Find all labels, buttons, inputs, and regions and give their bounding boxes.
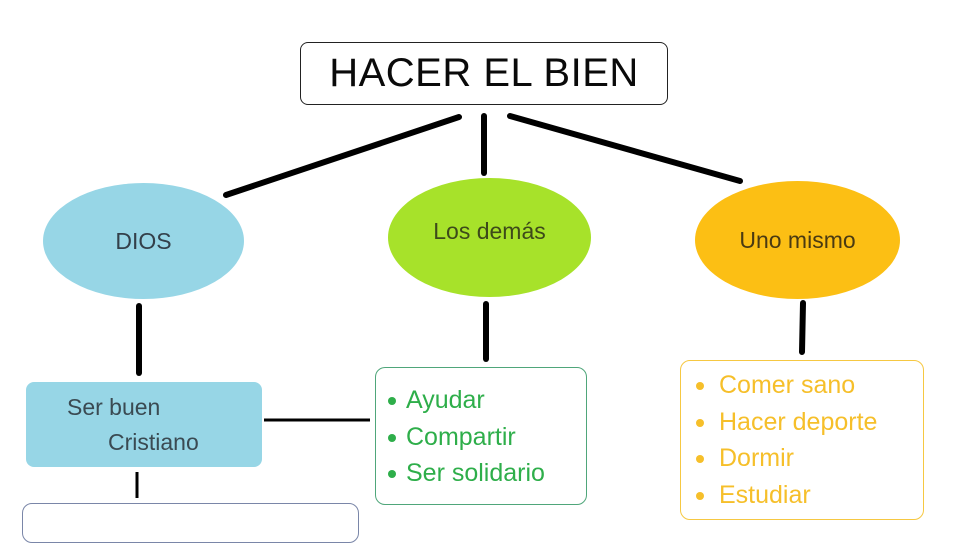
- category-uno-mismo: Uno mismo: [695, 181, 900, 299]
- cristiano-sub-box: [22, 503, 359, 543]
- bullet-icon: [696, 382, 704, 390]
- bullet-icon: [388, 433, 396, 442]
- list-item-text: Estudiar: [719, 480, 811, 509]
- los-demas-list: Ayudar Compartir Ser solidario: [376, 368, 586, 492]
- category-uno-mismo-label: Uno mismo: [739, 226, 856, 253]
- connector-mismo-box: [799, 300, 806, 355]
- list-item-text: Compartir: [406, 422, 516, 451]
- list-item-text: Ayudar: [406, 386, 485, 414]
- connector-title-mismo: [507, 113, 743, 184]
- ser-buen-cristiano-box: Ser buen Cristiano: [26, 382, 262, 467]
- list-item-text: Comer sano: [719, 371, 856, 399]
- bullet-icon: [696, 418, 704, 427]
- title-box: HACER EL BIEN: [300, 42, 668, 105]
- category-los-demas-label: Los demás: [433, 218, 546, 244]
- category-dios-label: DIOS: [115, 227, 172, 254]
- connector-title-dios: [223, 114, 462, 198]
- bullet-icon: [388, 470, 396, 478]
- title-text: HACER EL BIEN: [329, 51, 639, 95]
- category-dios: DIOS: [43, 183, 244, 299]
- category-los-demas: Los demás: [388, 178, 591, 297]
- list-item: Estudiar: [681, 477, 923, 514]
- cristiano-line-2: Cristiano: [108, 429, 199, 455]
- list-item: Ser solidario: [376, 455, 586, 492]
- bullet-icon: [388, 397, 396, 405]
- los-demas-list-box: Ayudar Compartir Ser solidario: [375, 367, 587, 505]
- bullet-icon: [696, 455, 704, 463]
- list-item-text: Ser solidario: [406, 459, 545, 487]
- list-item: Dormir: [681, 440, 923, 477]
- uno-mismo-list: Comer sano Hacer deporte Dormir Estudiar: [681, 361, 923, 513]
- list-item: Hacer deporte: [681, 404, 923, 441]
- bullet-icon: [696, 491, 704, 500]
- list-item: Ayudar: [376, 382, 586, 419]
- list-item: Compartir: [376, 419, 586, 456]
- list-item-text: Dormir: [719, 444, 794, 472]
- list-item-text: Hacer deporte: [719, 407, 878, 436]
- cristiano-line-1: Ser buen: [67, 394, 161, 420]
- list-item: Comer sano: [681, 367, 923, 404]
- uno-mismo-list-box: Comer sano Hacer deporte Dormir Estudiar: [680, 360, 924, 520]
